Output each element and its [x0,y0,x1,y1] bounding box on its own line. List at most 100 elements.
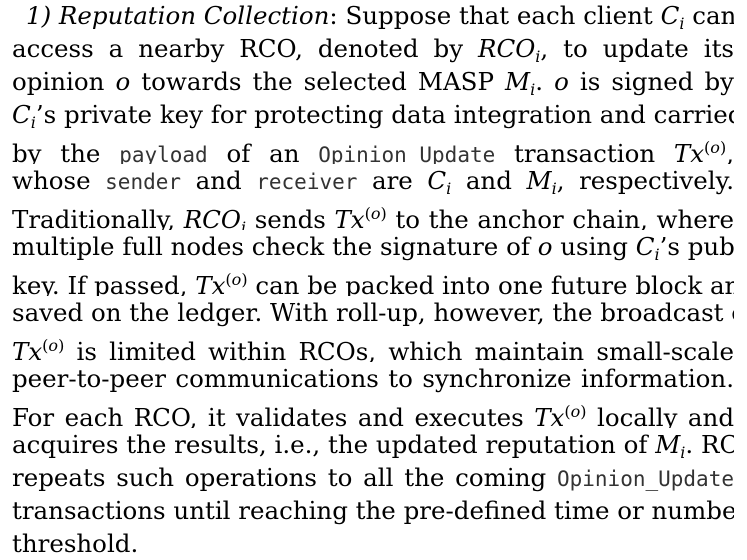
math-superscript: (o) [564,402,586,421]
text-line-17: threshold. [12,528,734,560]
math-paren: ) [580,402,587,421]
math-subscript: i [679,14,685,32]
math-client: Ci [427,166,452,197]
code-receiver: receiver [256,170,358,194]
text-span: saved on the ledger. With roll-up, howev… [12,298,734,327]
math-paren: ( [564,402,571,421]
math-transaction: Tx(o) [534,402,586,428]
math-paren: ( [42,336,49,355]
math-symbol: Tx [534,403,565,428]
math-subscript: i [530,80,536,98]
text-span: is limited within RCOs, which maintain s… [64,337,734,362]
math-rco: RCOi [478,34,541,65]
math-client: Ci [660,1,685,32]
math-paren: ) [719,138,727,157]
code-payload: payload [119,143,208,164]
math-symbol: M [526,166,552,195]
math-transaction: Tx(o) [12,336,64,362]
math-symbol: C [427,166,447,195]
text-span: of an [207,139,319,164]
math-transaction: Tx(o) [334,204,387,230]
text-span: threshold. [12,529,139,558]
math-symbol: o [231,270,242,289]
math-symbol: Tx [195,271,226,296]
text-line-12: peer-to-peer communications to synchroni… [12,363,734,395]
text-span: . [535,67,555,96]
math-subscript: i [240,218,247,230]
text-line-8: multiple full nodes check the signature … [12,231,734,263]
math-subscript: i [551,179,557,197]
text-span: towards the selected MASP [130,67,506,96]
text-span: acquires the results, i.e., the updated … [12,430,656,459]
text-line-3: opinion o towards the selected MASP Mi. … [12,66,734,98]
math-symbol: C [635,232,655,261]
text-line-13: For each RCO, it validates and executes … [12,396,734,428]
math-client: Ci [635,232,660,263]
text-span: . RCO [685,430,734,459]
text-line-1: 1) Reputation Collection: Suppose that e… [26,0,734,32]
math-paren: ) [58,336,65,355]
math-symbol: o [370,204,381,223]
math-symbol: RCO [478,34,536,63]
math-opinion: o [554,67,569,96]
math-symbol: M [655,430,681,459]
code-opinion-update: Opinion_Update [556,467,734,491]
text-span: using [552,232,636,261]
text-span: Traditionally, [12,205,184,230]
text-span: can [684,1,734,30]
text-span: access a nearby RCO, denoted by [12,34,479,63]
math-superscript: (o) [704,138,726,157]
text-line-2: access a nearby RCO, denoted by RCOi, to… [12,33,734,65]
text-span: to the anchor chain, where [386,205,734,230]
math-subscript: i [680,443,686,461]
math-paren: ( [704,138,711,157]
math-subscript: i [30,113,36,131]
math-opinion: o [537,232,553,261]
text-span: , [726,139,734,164]
text-span: can be packed into one future block and [247,271,734,296]
math-symbol: Tx [12,337,43,362]
text-line-14: acquires the results, i.e., the updated … [12,429,734,461]
math-superscript: (o) [365,204,387,223]
text-line-6: whose sender and receiver are Ci and Mi,… [12,165,734,197]
math-symbol: RCO [183,205,241,230]
text-line-9: key. If passed, Tx(o) can be packed into… [12,264,734,296]
math-superscript: (o) [225,270,247,289]
text-span: multiple full nodes check the signature … [12,232,538,261]
math-symbol: C [660,1,680,30]
text-span: are [357,166,428,195]
text-span: and [451,166,527,195]
math-rco: RCOi [184,205,246,230]
math-symbol: Tx [673,139,705,164]
text-line-15: repeats such operations to all the comin… [12,462,734,494]
text-line-11: Tx(o) is limited within RCOs, which main… [12,330,734,362]
math-paren: ) [241,270,248,289]
text-span: and [181,166,257,195]
text-span: transactions until reaching the pre-defi… [12,496,734,525]
math-superscript: (o) [42,336,64,355]
math-paren: ( [364,204,371,223]
text-span: ’s public [659,232,734,261]
math-subscript: i [535,47,541,65]
math-opinion: o [115,67,131,96]
text-span: by the [12,139,120,164]
math-transaction: Tx(o) [673,138,726,164]
math-symbol: Tx [334,205,365,230]
math-subscript: i [446,179,452,197]
text-line-16: transactions until reaching the pre-defi… [12,495,734,527]
text-span: , to update its [540,34,734,63]
text-span: ’s private key for protecting data integ… [35,100,734,129]
text-span: whose [12,166,106,195]
text-span: key. If passed, [12,271,196,296]
math-client: Ci [12,100,36,131]
math-symbol: o [48,336,59,355]
text-span: transaction [495,139,674,164]
text-span: opinion [12,67,116,96]
math-masp: Mi [505,67,536,98]
math-paren: ) [380,204,387,223]
math-symbol: C [12,100,31,129]
math-symbol: o [570,402,581,421]
subsection-heading: 1) Reputation Collection [26,1,330,30]
text-span: repeats such operations to all the comin… [12,463,557,492]
